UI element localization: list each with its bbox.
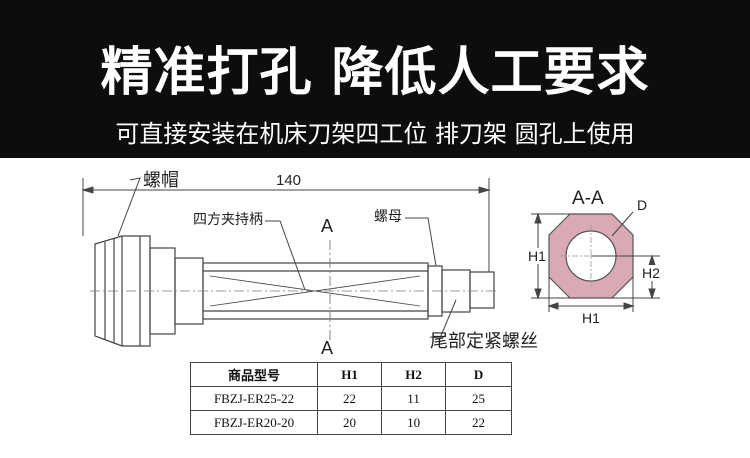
dim-d-leader [611, 211, 634, 237]
label-tail-screw: 尾部定紧螺丝 [430, 331, 538, 351]
cell-d: 25 [445, 386, 512, 411]
dimension-h1-horizontal-label: H1 [582, 310, 600, 326]
cell-h2: 10 [381, 410, 447, 435]
cell-h1: 20 [317, 410, 383, 435]
header-d: D [445, 362, 512, 387]
spec-table: 商品型号 H1 H2 D FBZJ-ER25-22 22 11 25 FBZJ-… [189, 362, 512, 435]
header-model: 商品型号 [189, 362, 319, 387]
subheadline: 可直接安装在机床刀架四工位 排刀架 圆孔上使用 [115, 120, 635, 148]
cell-h1: 22 [317, 386, 383, 411]
label-square-shank: 四方夹持柄 [193, 211, 263, 227]
cell-d: 22 [445, 410, 512, 435]
cell-model: FBZJ-ER20-20 [189, 410, 319, 435]
dim-h2-arrow-top [648, 254, 656, 266]
spec-table-header: 商品型号 H1 H2 D [189, 362, 512, 387]
dimension-d-label: D [637, 197, 648, 213]
dim-h1h-arrow-left [547, 302, 559, 310]
dimension-h2-label: H2 [642, 265, 660, 281]
table-row: FBZJ-ER25-22 22 11 25 [189, 386, 512, 411]
label-cap: 螺帽 [143, 170, 179, 190]
dim-h1v-arrow-top [534, 212, 542, 224]
dim-h1v-arrow-bottom [534, 288, 542, 300]
dim-140-arrow-right [478, 186, 491, 194]
table-row: FBZJ-ER20-20 20 10 22 [189, 410, 512, 435]
header-h1: H1 [317, 362, 383, 387]
leader-nut [405, 217, 437, 267]
leader-shank [265, 220, 306, 291]
section-mark-top: A [321, 216, 334, 236]
label-nut: 螺母 [374, 208, 402, 224]
tail-end-shape [469, 271, 495, 309]
header-h2: H2 [381, 362, 447, 387]
cell-model: FBZJ-ER25-22 [189, 386, 319, 411]
cell-h2: 11 [381, 386, 447, 411]
leader-cap [117, 177, 141, 237]
section-view [531, 211, 660, 312]
label-length-140: 140 [276, 172, 302, 189]
section-title: A-A [572, 188, 604, 209]
dimension-h1-vertical-label: H1 [528, 248, 546, 264]
dimension-140 [81, 178, 491, 272]
section-mark-bottom: A [321, 338, 334, 358]
dim-h1h-arrow-right [623, 302, 635, 310]
headline: 精准打孔 降低人工要求 [100, 43, 650, 103]
dim-h2-arrow-bottom [648, 288, 656, 300]
leader-tail [429, 299, 457, 339]
header-banner: 精准打孔 降低人工要求 可直接安装在机床刀架四工位 排刀架 圆孔上使用 [0, 0, 750, 158]
dim-140-arrow-left [81, 186, 94, 194]
leader-lines [117, 177, 457, 339]
